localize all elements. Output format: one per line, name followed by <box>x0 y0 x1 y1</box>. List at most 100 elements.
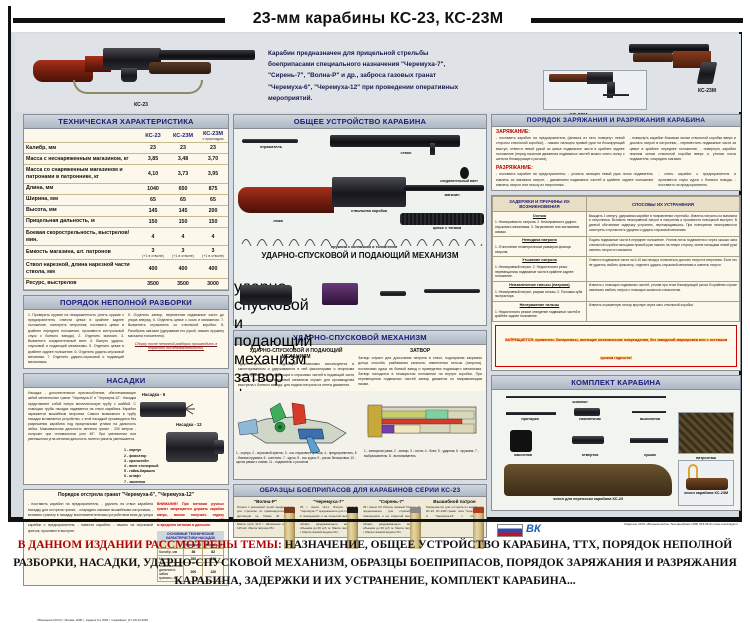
poster-board: 23-мм карабины КС-23, КС-23М КС-23 Караб… <box>8 6 745 622</box>
spec-row-label: Ширина, мм <box>24 194 138 206</box>
disassembly-note: Сборку после неполной разборки производи… <box>134 342 218 351</box>
ammo-cartridge-tip <box>410 507 421 514</box>
attachments-header: НАСАДКИ <box>24 374 228 389</box>
ejector-part <box>242 139 298 143</box>
malfunction-causes: 1. Отклонение геометрических размеров фл… <box>495 244 571 254</box>
specs-col-3: КС-23М с прикладом <box>198 129 228 143</box>
latch-part <box>380 291 406 296</box>
nas-row-label: Максимальная дальность забоя гранаты, м <box>157 561 185 582</box>
case-23m-illustration <box>686 477 728 490</box>
part-label-2: соединительный винт <box>440 179 478 183</box>
nasadka-12-collar <box>214 440 224 455</box>
spec-row-label: Емкость магазина, шт. патронов <box>24 245 138 261</box>
hero-section: КС-23 Карабин предназначен для прицельно… <box>15 34 741 119</box>
spring-part <box>240 233 484 249</box>
table-row: Неизвлечение гильзы (патрона)1. Неисправ… <box>492 280 741 302</box>
attachments-spec-table: ОСНОВНЫЕ ТЕХНИЧЕСКИЕ ХАРАКТЕРИСТИКИ НАСА… <box>157 530 224 582</box>
spec-cell: 150 <box>168 216 198 229</box>
spec-cell: 65 <box>198 194 228 206</box>
specs-header-row: КС-23 КС-23М КС-23М с прикладом <box>24 129 228 143</box>
ks23m-stock-illustration <box>547 72 643 100</box>
kit-label-6: ершик <box>644 452 656 457</box>
kit-label-1: шомпол <box>572 399 588 404</box>
attachments-body: Насадка - дополнительное приспособление,… <box>28 391 136 442</box>
forbidden-text: ЗАПРЕЩАЕТСЯ: применять боеприпасы, имеющ… <box>504 337 728 360</box>
usm-left-text: Ударно-спусковой и подающий механизмы ис… <box>238 362 355 387</box>
loading-steps-left: - поставить карабин на предохранитель (ф… <box>496 136 625 161</box>
malfunction-fix-cell: Извлечь с помощью подвижных частей, утоп… <box>585 280 741 302</box>
loading-subtitle: ЗАРЯЖАНИЕ: <box>496 129 530 135</box>
spec-cell: 150 <box>138 216 168 229</box>
ks23m-illustration: КС-23М <box>627 40 737 98</box>
ammo-list: "Волна-Р"Патрон с резиновой пулей предна… <box>234 497 486 550</box>
attachment-legend-item: 5 - гайка-барашек <box>124 469 156 474</box>
kit-header: КОМПЛЕКТ КАРАБИНА <box>492 375 740 390</box>
case-23m-hook <box>688 463 698 478</box>
spec-cell: 3500 <box>168 278 198 290</box>
spec-cell: 4 <box>198 227 228 247</box>
unloading-steps-left: - поставить карабин на предохранитель; -… <box>496 172 654 187</box>
spec-cell: 3000 <box>198 278 228 290</box>
banner-rest: НАЗНАЧЕНИЕ, ОБЩЕЕ УСТРОЙСТВО КАРАБИНА, Т… <box>13 539 737 587</box>
spec-cell: 150 <box>198 216 228 229</box>
specs-col-3-note: с прикладом <box>202 136 224 141</box>
nas-cell: 120 <box>202 561 224 582</box>
specs-table: КС-23 КС-23М КС-23М с прикладом Калибр, … <box>24 129 228 290</box>
usm-header: УДАРНО-СПУСКОВОЙ МЕХАНИЗМ <box>234 331 486 345</box>
malfunction-fix-cell: Подать подвижные части в переднее положе… <box>585 235 741 257</box>
unloading-steps-right: - снять карабин с предохранителя и произ… <box>658 172 736 187</box>
nasadka-12-label: Насадка - 12 <box>176 422 202 428</box>
protirka-part <box>506 411 556 415</box>
spec-cell: 4,10 <box>138 164 168 184</box>
kit-diagram: шомпол протирка наконечник выколотка мас… <box>492 389 740 510</box>
table-row: Осечка 1. Неисправность патрона. 2. Неисп… <box>492 211 741 237</box>
ammo-header: ОБРАЗЦЫ БОЕПРИПАСОВ ДЛЯ КАРАБИНОВ СЕРИИ … <box>234 485 486 498</box>
ks23m-label: КС-23М <box>698 88 716 94</box>
poster-title-bar: 23-мм карабины КС-23, КС-23М <box>11 6 745 32</box>
spec-cell: 3,73 <box>168 164 198 184</box>
stock-part <box>238 187 334 213</box>
attachments-spec-caption: ОСНОВНЫЕ ТЕХНИЧЕСКИЕ ХАРАКТЕРИСТИКИ НАСА… <box>157 530 224 541</box>
ammo-item-name: Вышибной патрон <box>433 499 476 505</box>
spec-cell: 875 <box>198 183 228 195</box>
hero-description: Карабин предназначен для прицельной стре… <box>268 50 459 102</box>
spec-row-label: Масса со снаряженным магазином и патрона… <box>24 164 138 184</box>
ammo-panel: ОБРАЗЦЫ БОЕПРИПАСОВ ДЛЯ КАРАБИНОВ СЕРИИ … <box>233 484 487 550</box>
malfunction-causes: 1. Неисправность патрона. 2. Неисправнос… <box>495 220 580 234</box>
malfunction-name: Осечка <box>532 213 547 218</box>
spec-cell: 65 <box>138 194 168 206</box>
spec-cell: 3,85 <box>138 153 168 166</box>
malfunction-cause-cell: Осечка 1. Неисправность патрона. 2. Неисп… <box>492 211 587 237</box>
spec-cell: 650 <box>168 183 198 195</box>
ammo-item: "Сирень-7"35 г смеси СЗ. Патрон газовый … <box>360 497 423 550</box>
nas-cell: 200 <box>183 561 204 582</box>
spec-row-label: Ресурс, выстрелов <box>24 278 138 290</box>
spec-cell: 23 <box>138 142 168 155</box>
attachment-legend-item: 4 - винт стопорный <box>124 463 159 468</box>
ammo-cartridge-tip <box>347 507 358 514</box>
usm-part <box>240 285 292 305</box>
case-23-label: чехол для переноски карабина КС-23 <box>553 496 623 501</box>
disassembly-panel: ПОРЯДОК НЕПОЛНОЙ РАЗБОРКИ 1. Проверить о… <box>23 294 229 370</box>
general-layout-header: ОБЩЕЕ УСТРОЙСТВО КАРАБИНА <box>234 115 486 129</box>
ammo-cartridge-illustration <box>347 507 358 550</box>
barrel-part <box>330 135 460 147</box>
disassembly-header: ПОРЯДОК НЕПОЛНОЙ РАЗБОРКИ <box>24 295 228 310</box>
ammo-item-name: "Черемуха-7" <box>313 499 344 505</box>
specs-col-2: КС-23М <box>168 129 198 143</box>
attachment-legend-item: 6 - штифт <box>124 474 142 479</box>
spec-row-label: Ствол нарезной, длина нарезной части ств… <box>24 259 138 279</box>
kit-label-4: масленка <box>514 452 532 457</box>
title-rule-left <box>13 18 225 23</box>
usm-right-legend: 1 - затворная рама; 2 - затвор; 3 - осто… <box>364 449 479 458</box>
ks23-illustration: КС-23 <box>33 42 259 108</box>
spec-row-label: Высота, мм <box>24 205 138 217</box>
ammo-item: "Волна-Р"Патрон с резиновой пулей предна… <box>234 497 297 550</box>
